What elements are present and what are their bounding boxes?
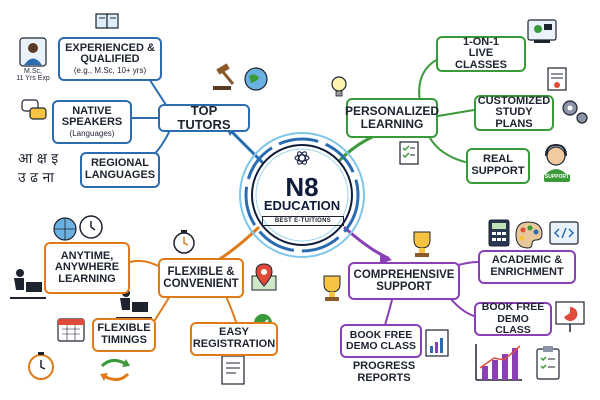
trophy-icon xyxy=(323,275,341,301)
connector-book-left xyxy=(384,299,393,326)
native-sub: (Languages) xyxy=(69,128,115,138)
lightbulb-icon xyxy=(331,76,347,97)
easy-registration-node: EASY REGISTRATION xyxy=(190,322,278,356)
one-on-one-label: 1-ON-1 LIVE CLASSES xyxy=(455,35,507,71)
regional-languages-node: REGIONAL LANGUAGES xyxy=(80,152,160,188)
top-tutors-label: TOP TUTORS xyxy=(177,103,231,132)
top-tutors-node: TOP TUTORS xyxy=(158,104,250,132)
avatar-caption: M.Sc, 11 Yrs Exp xyxy=(16,68,50,82)
progress-reports-label: PROGRESS REPORTS xyxy=(352,360,416,385)
regional-script-chars: आ क्ष इ उ ढ ना xyxy=(18,151,59,186)
map-pin-icon xyxy=(251,263,277,291)
connector-timings xyxy=(154,295,171,321)
comprehensive-support-node: COMPREHENSIVE SUPPORT xyxy=(348,262,460,300)
calculator-icon xyxy=(488,219,510,247)
laptop-person-icon xyxy=(10,269,46,299)
globe-icon xyxy=(53,217,77,241)
report-chart-icon xyxy=(425,329,449,357)
atom-icon xyxy=(294,151,310,165)
arrows-cycle-icon xyxy=(100,359,130,381)
central-hub xyxy=(239,132,365,258)
brand-subtitle: EDUCATION xyxy=(263,198,341,213)
book-demo-left-label: BOOK FREE DEMO CLASS xyxy=(346,328,417,352)
real-support-label: REAL SUPPORT xyxy=(471,153,525,177)
calendar-icon xyxy=(57,318,85,342)
academic-label: ACADEMIC & ENRICHMENT xyxy=(490,254,564,278)
code-icon xyxy=(549,221,579,245)
timings-label: FLEXIBLE TIMINGS xyxy=(97,322,151,346)
book-demo-right-node: BOOK FREE DEMO CLASS xyxy=(474,302,552,336)
bar-chart-icon xyxy=(475,344,522,381)
globe-icon xyxy=(244,67,268,91)
speech-bubbles-icon xyxy=(21,99,47,120)
regional-label: REGIONAL LANGUAGES xyxy=(84,157,156,181)
registration-label: EASY REGISTRATION xyxy=(192,326,276,350)
brand-title: N8 xyxy=(285,172,319,202)
personalized-label: PERSONALIZED LEARNING xyxy=(345,104,440,131)
connector-book-right xyxy=(449,297,475,317)
support-badge: SUPPORT xyxy=(544,174,570,180)
book-icon xyxy=(95,13,119,29)
trophy-icon xyxy=(413,231,431,257)
video-call-icon xyxy=(527,19,557,43)
book-demo-right-label: BOOK FREE DEMO CLASS xyxy=(481,301,545,336)
experienced-label: EXPERIENCED & QUALIFIED xyxy=(65,41,155,66)
headset-support-icon xyxy=(544,143,570,182)
arrowhead-comprehensive xyxy=(380,252,392,264)
connector-real-support xyxy=(429,137,466,163)
anytime-label: ANYTIME, ANYWHERE LEARNING xyxy=(54,249,120,285)
customized-study-plans-node: CUSTOMIZED STUDY PLANS xyxy=(474,95,554,131)
flexible-label: FLEXIBLE & CONVENIENT xyxy=(163,265,239,290)
gavel-icon xyxy=(213,63,235,90)
comprehensive-label: COMPREHENSIVE SUPPORT xyxy=(353,268,455,293)
customized-label: CUSTOMIZED STUDY PLANS xyxy=(477,94,551,130)
native-label: NATIVE SPEAKERS xyxy=(61,104,123,129)
connector-top-tutors xyxy=(226,126,264,164)
stopwatch-icon xyxy=(28,352,54,380)
real-support-node: REAL SUPPORT xyxy=(466,148,530,184)
one-on-one-node: 1-ON-1 LIVE CLASSES xyxy=(436,36,526,72)
flexible-timings-node: FLEXIBLE TIMINGS xyxy=(92,318,156,352)
native-speakers-node: NATIVE SPEAKERS (Languages) xyxy=(52,100,132,144)
book-demo-left-node: BOOK FREE DEMO CLASS xyxy=(340,324,422,358)
personalized-learning-node: PERSONALIZED LEARNING xyxy=(345,98,440,138)
connector-customized xyxy=(437,109,475,117)
document-award-icon xyxy=(547,67,567,91)
presentation-chart-icon xyxy=(555,301,585,332)
clock-icon xyxy=(79,215,103,239)
gears-icon xyxy=(562,100,588,124)
experienced-sub: (e.g., M.Sc, 10+ yrs) xyxy=(73,65,147,75)
anytime-anywhere-node: ANYTIME, ANYWHERE LEARNING xyxy=(44,242,130,294)
checklist-icon xyxy=(399,141,419,165)
flexible-convenient-node: FLEXIBLE & CONVENIENT xyxy=(158,258,244,298)
stopwatch-icon xyxy=(173,230,195,254)
palette-icon xyxy=(515,221,543,249)
academic-enrichment-node: ACADEMIC & ENRICHMENT xyxy=(478,250,576,284)
connector-registration xyxy=(224,293,237,323)
checklist-icon xyxy=(536,346,560,380)
brand-tagline: BEST E-TUITIONS xyxy=(262,216,344,226)
experienced-qualified-node: EXPERIENCED & QUALIFIED (e.g., M.Sc, 10+… xyxy=(58,37,162,81)
form-check-icon xyxy=(221,355,245,385)
person-avatar-icon xyxy=(19,37,47,67)
